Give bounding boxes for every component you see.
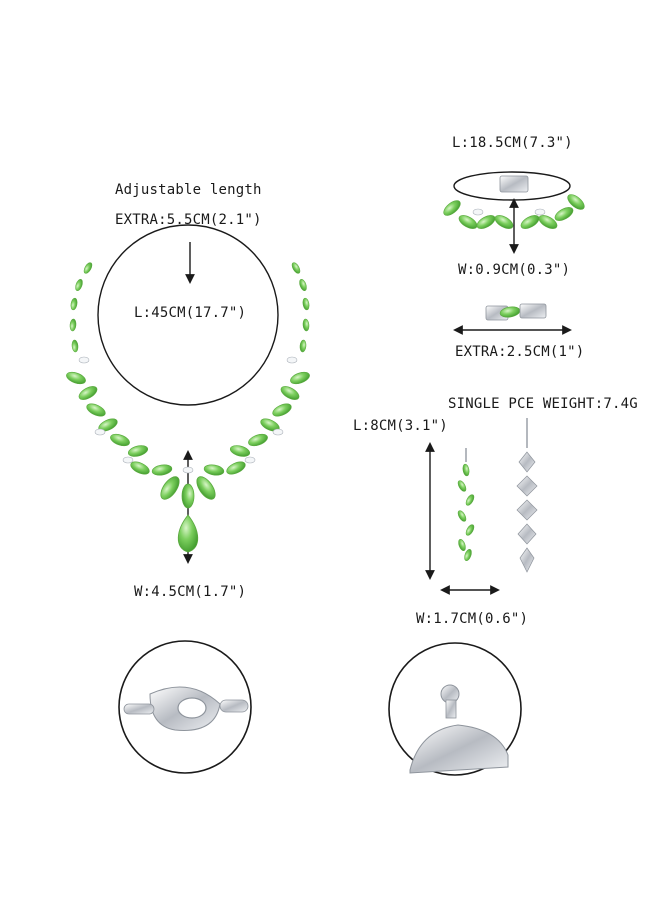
- earring-weight-label: SINGLE PCE WEIGHT:7.4G: [448, 396, 638, 412]
- clasp-detail: [118, 640, 252, 774]
- necklace-extra-label: EXTRA:5.5CM(2.1"): [115, 212, 262, 228]
- earring-back: [516, 418, 538, 573]
- necklace-left-chain: [64, 261, 174, 478]
- necklace-pendant: [156, 466, 220, 553]
- bracelet-length-label: L:18.5CM(7.3"): [452, 135, 573, 151]
- earring-post-detail: [388, 642, 522, 776]
- bracelet-extension: [485, 303, 547, 321]
- bracelet: [440, 171, 588, 335]
- necklace-right-chain: [202, 261, 312, 478]
- earring-width-label: W:1.7CM(0.6"): [416, 611, 529, 627]
- necklace-length-label: L:45CM(17.7"): [134, 305, 247, 321]
- earrings: [425, 418, 538, 595]
- necklace-adjustable-label: Adjustable length: [115, 182, 262, 198]
- necklace-length-circle: [97, 224, 279, 406]
- bracelet-extra-label: EXTRA:2.5CM(1"): [455, 344, 585, 360]
- bracelet-clasp: [499, 175, 529, 193]
- necklace: [64, 224, 312, 564]
- bracelet-width-label: W:0.9CM(0.3"): [458, 262, 571, 278]
- earring-length-label: L:8CM(3.1"): [353, 418, 448, 434]
- earring-green: [456, 448, 476, 562]
- necklace-width-label: W:4.5CM(1.7"): [134, 584, 247, 600]
